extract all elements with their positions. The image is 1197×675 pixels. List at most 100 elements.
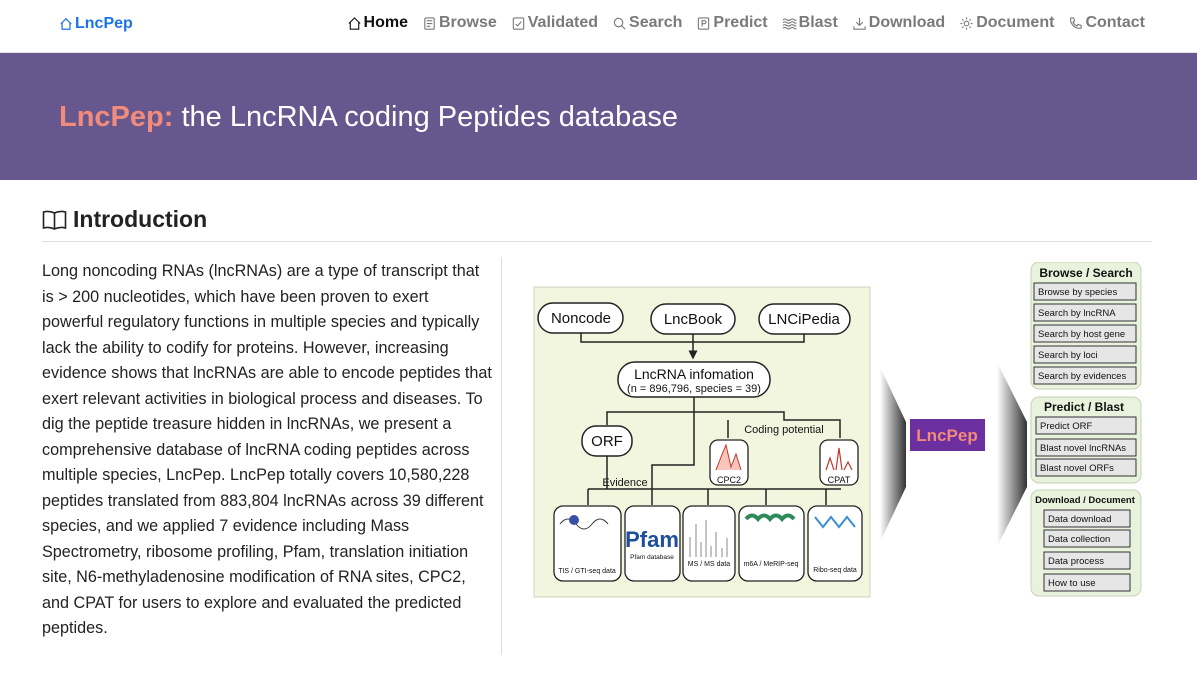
phone-icon — [1070, 16, 1083, 29]
m6a-icon — [744, 513, 796, 523]
cpat-chart-icon — [825, 447, 853, 471]
browse-item-5-label: Search by evidences — [1038, 371, 1126, 382]
source-noncode-label: Noncode — [551, 310, 611, 327]
download-item-3 — [1043, 551, 1131, 570]
ribosome-dot-icon — [569, 515, 579, 525]
validated-icon — [512, 16, 524, 30]
nav-blast[interactable]: Blast — [782, 14, 838, 32]
ribosome-icon — [559, 518, 609, 530]
browse-item-5 — [1033, 366, 1137, 385]
evidence-connector — [587, 412, 841, 505]
nav-contact[interactable]: Contact — [1068, 14, 1145, 32]
nav-download[interactable]: Download — [852, 14, 945, 32]
nav-contact-label: Contact — [1085, 14, 1145, 31]
download-item-2-label: Data collection — [1048, 534, 1110, 545]
nav-search-label: Search — [629, 14, 683, 31]
evidence-m6a-label: m6A / MeRIP-seq — [744, 561, 799, 568]
browse-item-4-label: Search by loci — [1038, 350, 1098, 361]
evidence-ms-label: MS / MS data — [688, 561, 731, 568]
evidence-label: Evidence — [602, 477, 647, 489]
predict-item-1 — [1035, 416, 1137, 435]
nav-download-label: Download — [868, 14, 946, 31]
download-item-4 — [1043, 573, 1131, 592]
predict-item-2-label: Blast novel lncRNAs — [1040, 443, 1126, 454]
browse-item-3 — [1033, 324, 1137, 343]
predict-panel-title: Predict / Blast — [1044, 400, 1124, 414]
nav-browse[interactable]: Browse — [422, 14, 497, 32]
cpat-box — [819, 439, 859, 486]
coding-potential-label: Coding potential — [744, 424, 824, 436]
download-item-2 — [1043, 529, 1131, 548]
browse-item-4 — [1033, 345, 1137, 364]
browse-icon — [424, 16, 435, 30]
blast-icon — [782, 17, 797, 29]
hero-title-rest: the LncRNA coding Peptides database — [173, 101, 679, 133]
evidence-tis-label: TIS / GTI-seq data — [558, 568, 616, 575]
nav-predict-label: Predict — [713, 14, 768, 31]
brand-link[interactable]: LncPep — [59, 15, 133, 33]
book-icon — [42, 210, 67, 230]
introduction-paragraph: Long noncoding RNAs (lncRNAs) are a type… — [42, 262, 492, 637]
predict-icon — [698, 16, 710, 30]
brand-label: LncPep — [75, 15, 133, 32]
lncpep-center-label: LncPep — [916, 426, 977, 445]
nav-browse-label: Browse — [438, 14, 497, 31]
home-icon — [60, 17, 72, 30]
lncpep-center-box — [910, 419, 985, 451]
predict-item-3-label: Blast novel ORFs — [1040, 463, 1114, 474]
lncrna-info-sub: (n = 896,796, species = 39) — [627, 383, 761, 395]
search-icon — [613, 17, 626, 30]
lncrna-info-title: LncRNA infomation — [634, 366, 754, 382]
introduction-title: Introduction — [73, 206, 208, 232]
pfam-logo: Pfam — [625, 527, 679, 552]
browse-item-3-label: Search by host gene — [1038, 329, 1125, 340]
download-icon — [853, 17, 866, 30]
introduction-heading: Introduction — [42, 206, 207, 233]
evidence-ribo-label: Ribo-seq data — [813, 567, 857, 574]
browse-item-2 — [1033, 303, 1137, 322]
cpc2-chart-icon — [715, 443, 742, 471]
orf-connector — [606, 397, 841, 438]
browse-item-1 — [1033, 282, 1137, 301]
hero-title-accent: LncPep: — [59, 101, 174, 133]
nav-document-label: Document — [976, 14, 1055, 31]
source-lncipedia-label: LNCiPedia — [768, 311, 840, 328]
nav-document[interactable]: Document — [959, 14, 1054, 32]
main-nav: Home Browse Validated Search Predict Bla… — [347, 14, 1145, 32]
nav-blast-label: Blast — [798, 14, 838, 31]
overview-figure: Noncode LncBook LNCiPedia LncRNA infomat… — [533, 262, 1142, 598]
browse-items: Browse by species Search by lncRNA Searc… — [1033, 282, 1137, 385]
riboseq-icon — [814, 515, 856, 529]
download-item-1 — [1043, 509, 1131, 528]
cpc2-label: CPC2 — [717, 475, 741, 485]
download-item-4-label: How to use — [1048, 578, 1096, 589]
nav-search[interactable]: Search — [612, 14, 682, 32]
section-divider — [42, 241, 1152, 242]
browse-item-2-label: Search by lncRNA — [1038, 308, 1116, 319]
nav-validated[interactable]: Validated — [511, 14, 598, 32]
flow-arrow-right — [997, 362, 1027, 547]
predict-item-3 — [1035, 458, 1137, 477]
top-navbar: LncPep Home Browse Validated Search Pred… — [0, 0, 1197, 53]
column-divider — [501, 257, 502, 655]
download-item-1-label: Data download — [1048, 514, 1111, 525]
home-icon — [347, 16, 361, 30]
ms-spectrum-icon — [689, 520, 728, 557]
source-lncbook-label: LncBook — [664, 311, 723, 328]
predict-item-1-label: Predict ORF — [1040, 421, 1092, 432]
hero-title: LncPep: the LncRNA coding Peptides datab… — [59, 101, 678, 134]
evidence-m6a-box — [738, 505, 805, 582]
nav-home[interactable]: Home — [347, 14, 408, 32]
evidence-tis-box — [553, 505, 622, 582]
flow-arrow-left — [880, 367, 906, 542]
nav-validated-label: Validated — [527, 14, 599, 31]
nav-predict[interactable]: Predict — [696, 14, 768, 32]
cpat-label: CPAT — [828, 475, 851, 485]
evidence-pfam-label: Pfam database — [630, 554, 674, 561]
predict-item-2 — [1035, 438, 1137, 457]
browse-item-1-label: Browse by species — [1038, 287, 1117, 298]
hero-banner: LncPep: the LncRNA coding Peptides datab… — [0, 53, 1197, 180]
nav-home-label: Home — [363, 14, 408, 31]
gear-icon — [960, 16, 973, 30]
evidence-pfam-box — [624, 505, 681, 582]
